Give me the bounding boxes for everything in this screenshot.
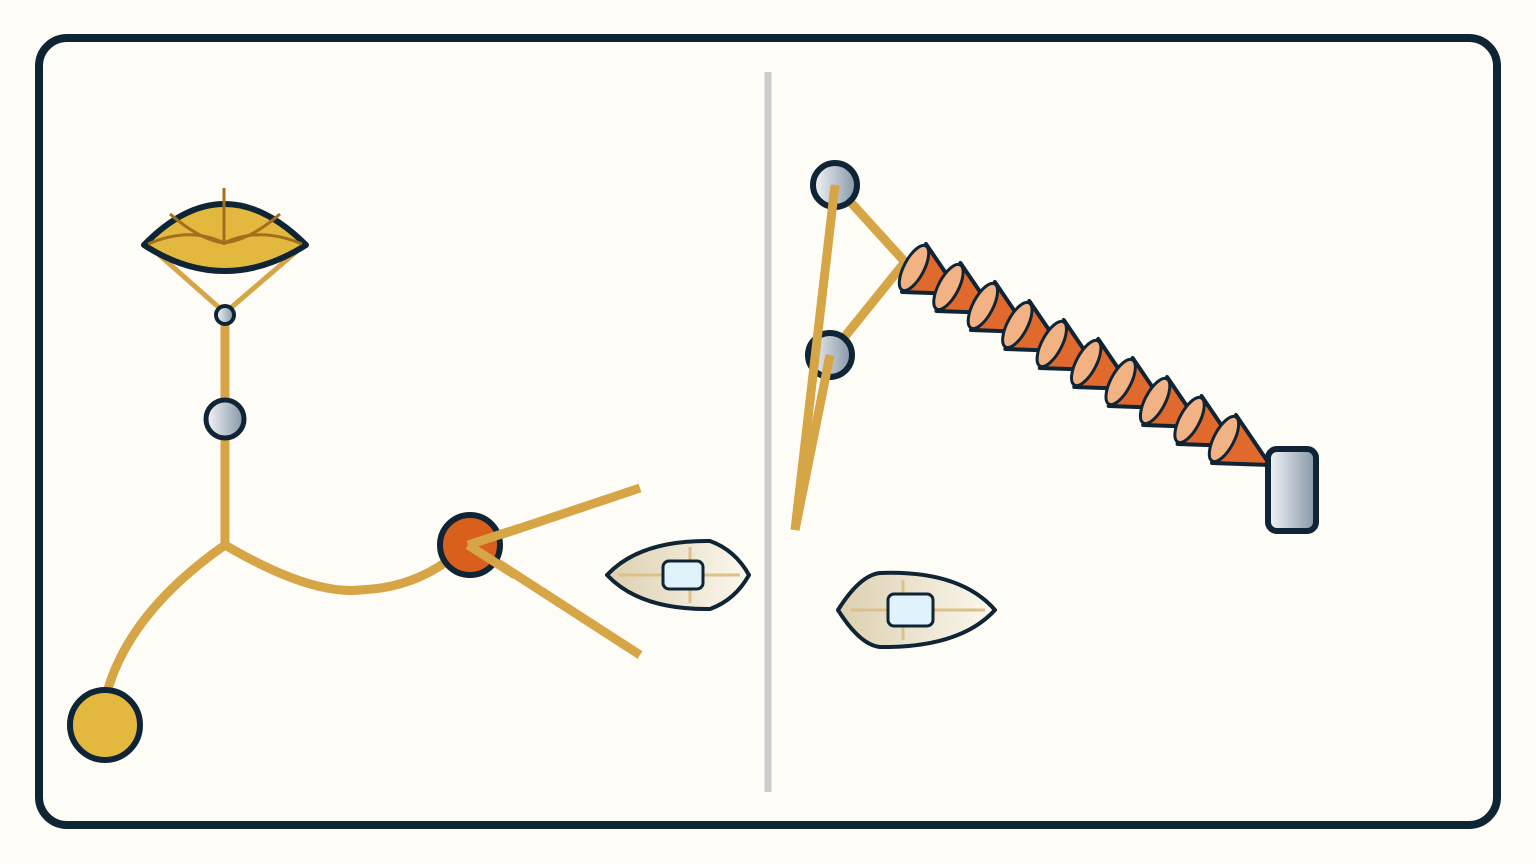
- boat-window: [661, 559, 705, 591]
- weight-icon: [1265, 446, 1319, 534]
- right-panel: [790, 160, 1319, 650]
- drogue-cone: [1207, 413, 1272, 467]
- left-panel: [67, 188, 751, 763]
- boat-icon: [605, 538, 751, 612]
- anchor-icon: [67, 687, 143, 763]
- cone-chain-icon: [897, 242, 1272, 467]
- boat-window: [886, 592, 935, 628]
- boat-icon: [836, 570, 997, 650]
- parachute-icon: [141, 188, 309, 274]
- swivel-icon: [214, 304, 236, 326]
- ring-icon: [203, 397, 247, 441]
- bridle-lines-front: [465, 523, 522, 579]
- rope-tail: [790, 184, 840, 531]
